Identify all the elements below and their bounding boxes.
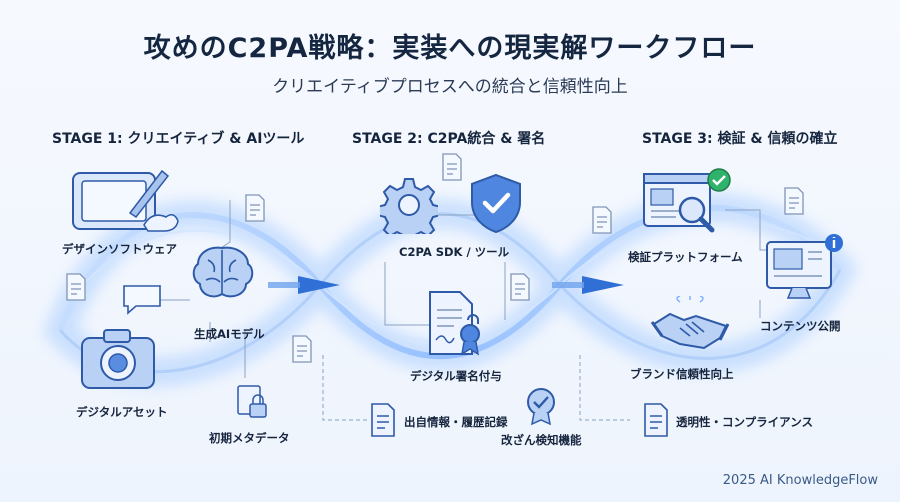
stage3-heading: STAGE 3: 検証 & 信頼の確立: [642, 131, 838, 147]
document-icon: [442, 153, 462, 181]
label-verification-platform: 検証プラットフォーム: [628, 250, 743, 264]
stage2-heading: STAGE 2: C2PA統合 & 署名: [352, 131, 546, 147]
label-digital-asset: デジタルアセット: [76, 405, 168, 419]
page-subtitle: クリエイティブプロセスへの統合と信頼性向上: [272, 77, 628, 97]
handshake-icon: [650, 296, 730, 350]
document-icon: [245, 194, 265, 222]
metadata-lock-icon: [237, 385, 267, 418]
compliance-document-icon: [644, 403, 668, 437]
label-initial-metadata: 初期メタデータ: [209, 431, 290, 445]
camera-icon: [81, 329, 155, 389]
content-monitor-icon: [766, 234, 843, 299]
label-tamper-detection: 改ざん検知機能: [501, 433, 582, 447]
design-tablet-icon: [72, 169, 179, 232]
label-c2pa-sdk: C2PA SDK / ツール: [399, 245, 510, 259]
document-icon: [784, 187, 804, 215]
ai-brain-icon: [192, 246, 254, 298]
flow-line-return: [58, 212, 842, 374]
document-icon: [592, 206, 612, 234]
label-design-software: デザインソフトウェア: [62, 242, 177, 256]
label-genai-model: 生成AIモデル: [194, 327, 265, 341]
document-icon: [66, 273, 86, 301]
document-icon: [510, 273, 530, 301]
arrow-stage1-to-2: [298, 276, 340, 294]
label-digital-signature: デジタル署名付与: [410, 369, 502, 383]
chat-bubble-icon: [123, 285, 161, 315]
footer-credit: 2025 AI KnowledgeFlow: [722, 473, 878, 488]
label-transparency-compliance: 透明性・コンプライアンス: [676, 415, 813, 429]
label-content-publish: コンテンツ公開: [760, 319, 841, 333]
gear-icon: [380, 178, 438, 234]
tamper-badge-icon: [527, 388, 555, 426]
signed-certificate-icon: [429, 291, 480, 356]
label-brand-trust: ブランド信頼性向上: [630, 367, 734, 381]
document-icon: [292, 335, 312, 363]
page-title: 攻めのC2PA戦略：実装への現実解ワークフロー: [143, 33, 757, 64]
arrow-stage2-to-3: [582, 276, 624, 294]
verification-browser-icon: [643, 168, 731, 233]
provenance-document-icon: [371, 403, 395, 437]
label-provenance-history: 出自情報・履歴記録: [404, 415, 508, 429]
shield-check-icon: [471, 173, 521, 234]
stage1-heading: STAGE 1: クリエイティブ & AIツール: [52, 131, 305, 147]
